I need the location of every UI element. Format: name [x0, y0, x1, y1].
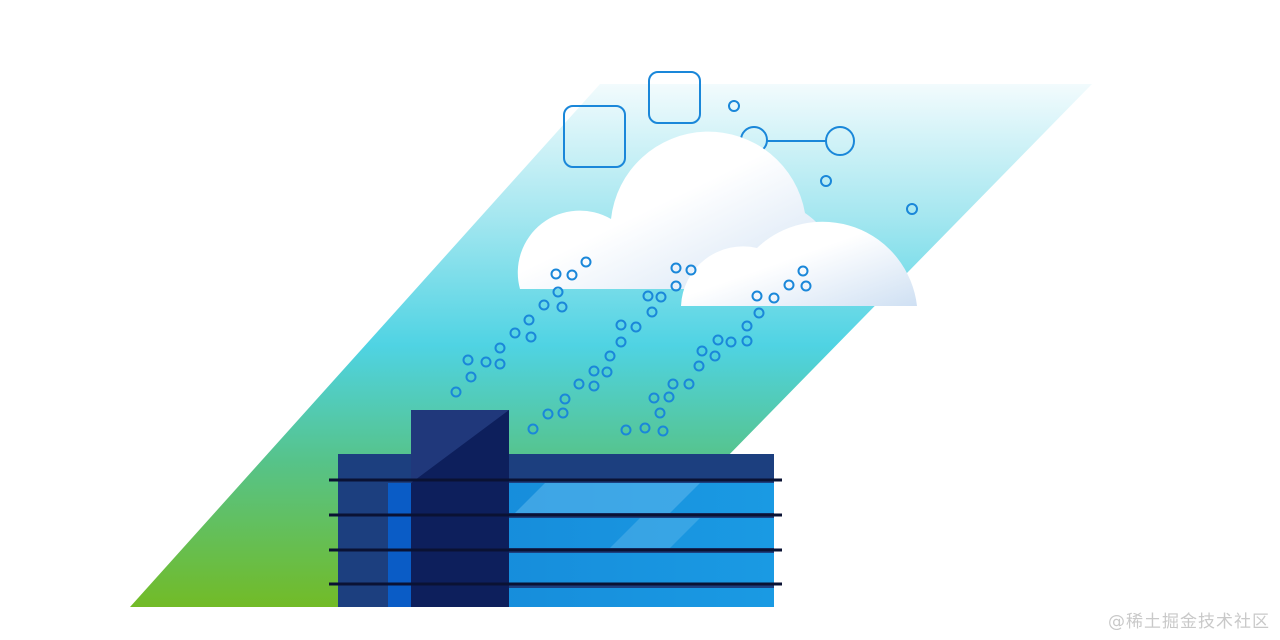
square-node-icon — [648, 71, 701, 124]
data-dot — [741, 320, 753, 332]
data-dot — [557, 407, 569, 419]
data-dot — [709, 350, 721, 362]
data-dot — [450, 386, 462, 398]
data-dot — [620, 424, 632, 436]
square-node-icon — [563, 105, 626, 168]
data-dot — [663, 391, 675, 403]
data-dot — [648, 392, 660, 404]
data-dot — [657, 425, 669, 437]
floating-dots — [728, 100, 918, 215]
data-dot — [630, 321, 642, 333]
data-dot — [556, 301, 568, 313]
data-dot — [797, 265, 809, 277]
data-dot — [646, 306, 658, 318]
data-dot — [523, 314, 535, 326]
data-dot — [683, 378, 695, 390]
data-dot — [525, 331, 537, 343]
data-dot — [655, 291, 667, 303]
data-dot — [601, 366, 613, 378]
data-stream-icon — [450, 256, 812, 437]
data-dot — [580, 256, 592, 268]
data-dot — [751, 290, 763, 302]
data-dot — [741, 335, 753, 347]
data-dot — [685, 264, 697, 276]
data-dot — [712, 334, 724, 346]
data-dot — [642, 290, 654, 302]
data-dot — [588, 380, 600, 392]
data-dot — [615, 336, 627, 348]
data-dot — [783, 279, 795, 291]
watermark-label: @稀土掘金技术社区 — [1108, 612, 1270, 632]
data-dot — [552, 286, 564, 298]
data-dot — [693, 360, 705, 372]
data-dot — [615, 319, 627, 331]
data-dot — [559, 393, 571, 405]
building-icon — [329, 410, 782, 607]
data-dot — [527, 423, 539, 435]
data-dot — [480, 356, 492, 368]
data-dot — [573, 378, 585, 390]
data-dot — [542, 408, 554, 420]
data-dot — [670, 280, 682, 292]
data-dot — [465, 371, 477, 383]
data-dot — [768, 292, 780, 304]
data-dot — [462, 354, 474, 366]
data-dot — [670, 262, 682, 274]
data-dot — [494, 358, 506, 370]
data-dot — [639, 422, 651, 434]
cloud-icon — [681, 221, 917, 306]
data-dot — [604, 350, 616, 362]
data-dot — [550, 268, 562, 280]
data-dot — [494, 342, 506, 354]
data-dot — [566, 269, 578, 281]
data-dot — [667, 378, 679, 390]
data-dot — [654, 407, 666, 419]
data-dot — [588, 365, 600, 377]
data-dot — [538, 299, 550, 311]
data-dot — [725, 336, 737, 348]
data-dot — [753, 307, 765, 319]
data-dot — [509, 327, 521, 339]
data-dot — [800, 280, 812, 292]
data-dot — [696, 345, 708, 357]
